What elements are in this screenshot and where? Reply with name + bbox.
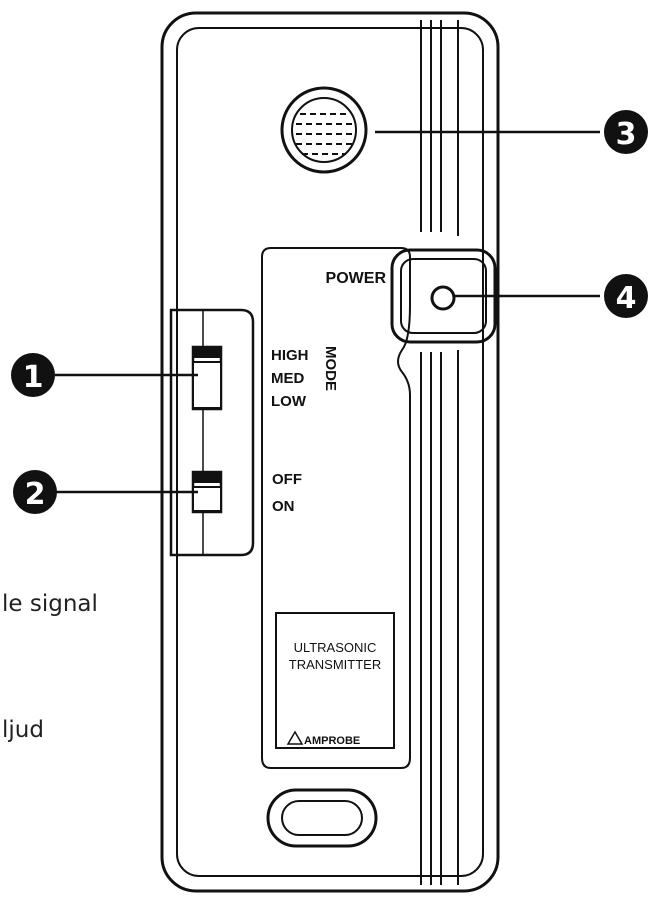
side-text-2: ljud	[2, 717, 44, 743]
power-label: POWER	[326, 270, 387, 287]
side-grooves	[420, 20, 459, 885]
power-button[interactable]	[430, 285, 456, 311]
device-body-inner-outline	[176, 27, 484, 877]
product-name-line2: TRANSMITTER	[289, 657, 381, 672]
brand-name: AMPROBE	[304, 735, 360, 747]
power-switch[interactable]	[191, 470, 223, 514]
brand-logo: AMPROBE	[286, 730, 360, 747]
bottom-slot	[266, 788, 378, 848]
callout-4-number: 4	[616, 281, 637, 316]
callout-1-number: 1	[23, 360, 44, 395]
callout-2: 2	[13, 470, 57, 514]
callout-3-number: 3	[616, 117, 637, 152]
callout-3: 3	[604, 110, 648, 154]
switch-bay	[169, 308, 255, 557]
speaker-grille	[280, 86, 368, 174]
side-text-1: le signal	[2, 591, 98, 617]
front-label-panel	[261, 247, 411, 769]
device-body-outline	[160, 11, 500, 893]
mode-option-med: MED	[271, 370, 305, 387]
callout-lines	[55, 130, 600, 494]
mode-switch[interactable]	[191, 345, 223, 411]
callout-1: 1	[11, 353, 55, 397]
mode-label: MODE	[322, 346, 339, 391]
switch-option-off: OFF	[272, 471, 302, 488]
product-name-line1: ULTRASONIC	[294, 640, 377, 655]
callout-2-number: 2	[25, 477, 46, 512]
mode-option-high: HIGH	[271, 347, 309, 364]
callout-4: 4	[604, 274, 648, 318]
switch-option-on: ON	[272, 498, 295, 515]
product-name-plate	[275, 612, 395, 749]
mode-option-low: LOW	[271, 393, 307, 410]
